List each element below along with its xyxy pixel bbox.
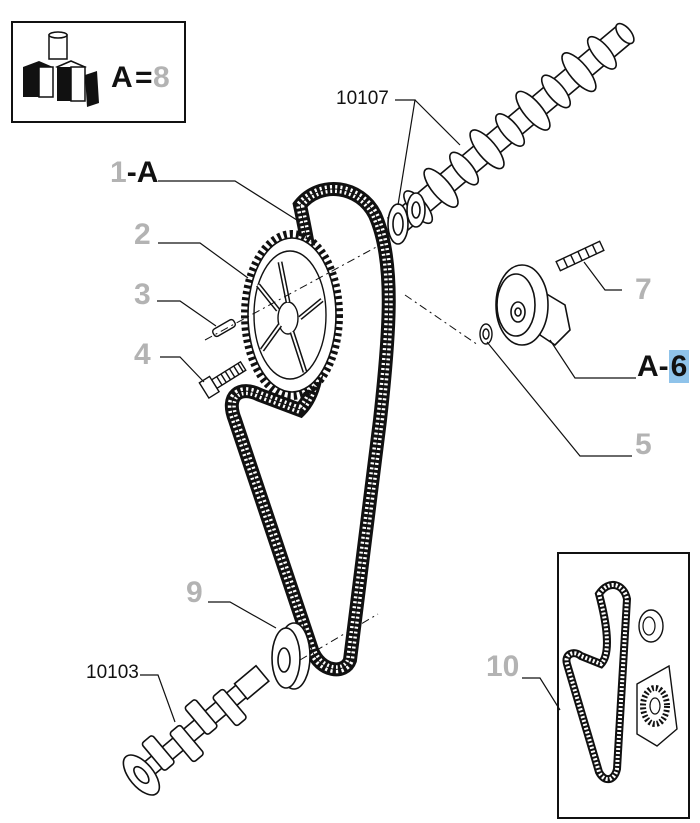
kit-equals: = (135, 61, 153, 94)
inset-belt-drawing (562, 581, 678, 784)
kit-letter: A (111, 61, 133, 94)
gear-bolt (198, 360, 247, 400)
inset-detail-box (557, 552, 690, 819)
camshaft (386, 22, 635, 236)
kit-quantity: 8 (153, 61, 170, 94)
pulley-number: 9 (186, 576, 203, 609)
tensioner-letter: A (637, 350, 659, 383)
kit-package-icon (23, 31, 99, 107)
gear-number: 2 (134, 218, 151, 251)
tensioner-washer (479, 323, 493, 345)
alignment-lines (204, 244, 479, 661)
inset-number: 10 (486, 650, 520, 683)
dowel-pin (212, 318, 236, 338)
belt-tensioner (495, 264, 571, 347)
camshaft-gear (241, 230, 343, 400)
washer-number: 5 (635, 428, 652, 461)
stud-number: 7 (635, 273, 652, 306)
kit-legend-box: A = 8 (11, 21, 186, 123)
leader-lines (140, 99, 636, 723)
crankshaft-pulley (271, 622, 311, 690)
tensioner-dash: - (658, 350, 669, 383)
ref-crankshaft-label: 10103 (86, 662, 139, 683)
belt-number: 1 (110, 156, 127, 189)
ref-camshaft-label: 10107 (336, 88, 389, 109)
belt-letter: A (136, 156, 159, 189)
tensioner-number: 6 (668, 350, 690, 383)
tensioner-label: A-6 (637, 350, 690, 383)
bolt-number: 4 (134, 338, 151, 371)
belt-label: 1-A (110, 158, 158, 188)
belt-dash: - (126, 156, 137, 189)
pin-number: 3 (134, 278, 151, 311)
crankshaft (122, 664, 270, 796)
tensioner-stud (555, 240, 605, 272)
camshaft-seal (387, 192, 426, 245)
